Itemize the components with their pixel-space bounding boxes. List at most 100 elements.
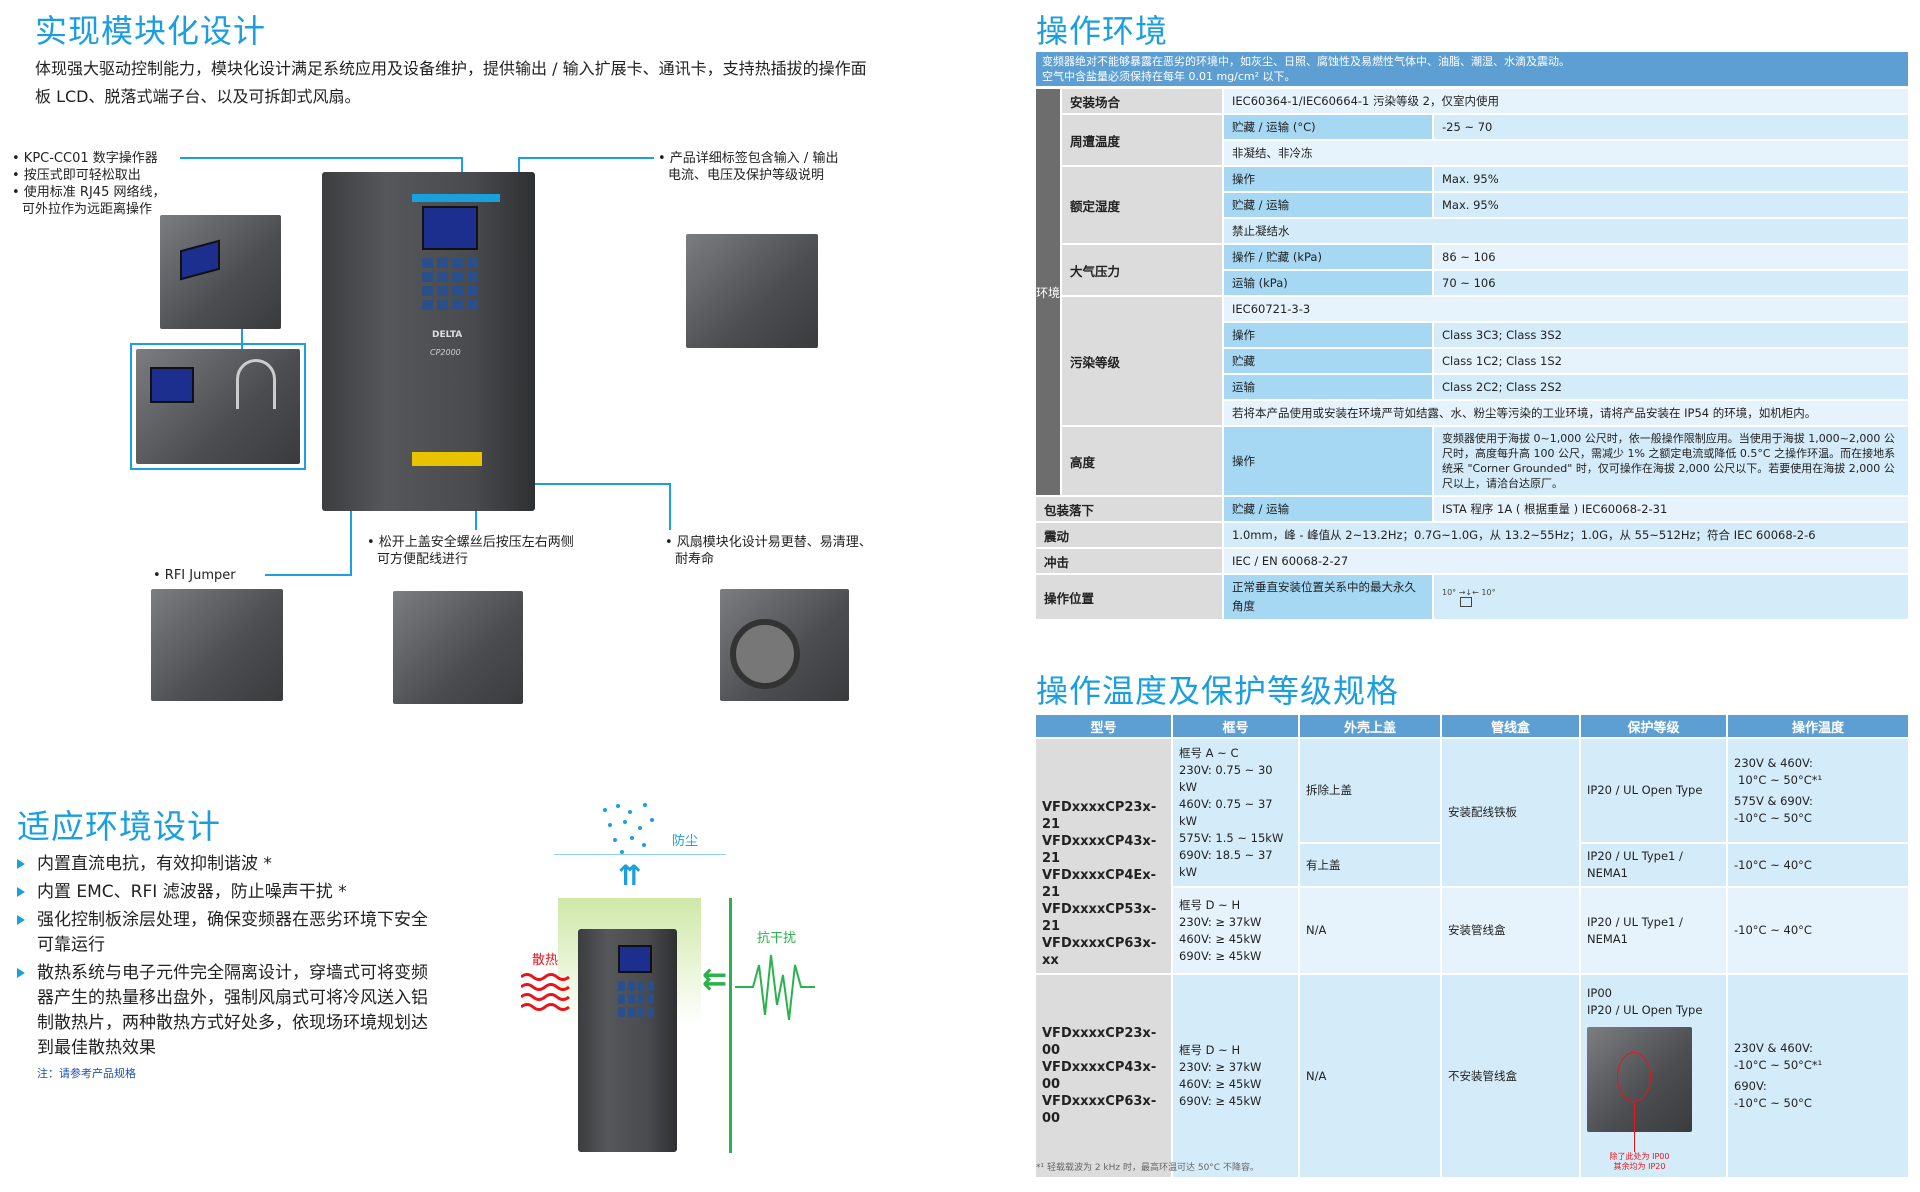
row-label: 冲击	[1036, 549, 1222, 573]
env-design-title: 适应环境设计	[17, 807, 221, 846]
callout-line: • 使用标准 RJ45 网络线，	[12, 185, 166, 200]
col-header: 操作温度	[1728, 715, 1908, 737]
col-header: 框号	[1173, 715, 1298, 737]
lcd-screen	[150, 367, 194, 403]
leader-line	[265, 574, 352, 576]
cell: 1.0mm，峰 - 峰值从 2~13.2Hz；0.7G~1.0G，从 13.2~…	[1224, 523, 1908, 547]
env-banner: 变频器绝对不能够暴露在恶劣的环境中，如灰尘、日照、腐蚀性及易燃性气体中、油脂、潮…	[1036, 52, 1908, 86]
cell: 贮藏 / 运输	[1224, 497, 1432, 521]
lcd-screen	[180, 239, 220, 281]
line: 460V: ≥ 45kW	[1179, 1077, 1262, 1091]
cell: IP20 / UL Type1 / NEMA1	[1581, 888, 1726, 973]
callout-line: 可方便配线进行	[377, 552, 469, 567]
line: 460V: ≥ 45kW	[1179, 931, 1262, 946]
table-header: 型号框号外壳上盖管线盒保护等级操作温度	[1036, 715, 1908, 737]
cell: 操作	[1224, 323, 1432, 347]
row-label: 操作位置	[1036, 575, 1222, 619]
cell: IEC60721-3-3	[1224, 297, 1908, 321]
line: 460V: 0.75 ~ 37 kW	[1179, 796, 1273, 828]
cell: 正常垂直安装位置关系中的最大永久角度	[1224, 575, 1432, 619]
table-row: 运输 (kPa)70 ~ 106	[1036, 271, 1908, 295]
cell: 变频器使用于海拔 0~1,000 公尺时，依一般操作限制应用。当使用于海拔 1,…	[1434, 427, 1908, 495]
heat-waves-icon	[521, 973, 570, 1011]
row-label: 震动	[1036, 523, 1222, 547]
drive-photo-small	[578, 929, 677, 1152]
spec-title: 操作温度及保护等级规格	[1036, 672, 1400, 710]
line: 230V: 0.75 ~ 30 kW	[1179, 762, 1273, 794]
row-label: 额定湿度	[1062, 167, 1222, 243]
leader-line	[515, 483, 670, 485]
table-row: 环境 安装场合 IEC60364-1/IEC60664-1 污染等级 2，仅室内…	[1036, 89, 1908, 495]
cell: N/A	[1300, 975, 1440, 1177]
dust-icon	[603, 803, 654, 854]
model: VFDxxxxCP23x-21	[1042, 800, 1157, 832]
cell: IEC / EN 60068-2-27	[1224, 549, 1908, 573]
leader-line	[180, 157, 462, 159]
cable	[236, 359, 276, 409]
callout-keypad: • KPC-CC01 数字操作器 • 按压式即可轻松取出 • 使用标准 RJ45…	[12, 150, 165, 218]
line: IP00	[1587, 986, 1612, 1000]
callout-line: • 松开上盖安全螺丝后按压左右两侧	[367, 535, 574, 550]
label-photo	[686, 234, 818, 348]
line: 10°C ~ 50°C*¹	[1738, 772, 1823, 787]
bullet-item: 强化控制板涂层处理，确保变频器在恶劣环境下安全可靠运行	[17, 908, 442, 958]
cell: 70 ~ 106	[1434, 271, 1908, 295]
temp-cell: 230V & 460V: -10°C ~ 50°C*¹ 690V: -10°C ~ 5…	[1728, 975, 1908, 1177]
table-row: 大气压力 操作 / 贮藏 (kPa) 86 ~ 106	[1036, 245, 1908, 295]
line: 690V:	[1734, 1079, 1767, 1093]
cell: 贮藏	[1224, 349, 1432, 373]
cell: 贮藏 / 运输 (°C)	[1224, 115, 1432, 139]
line: 230V & 460V:	[1734, 1041, 1813, 1055]
callout-rfi: • RFI Jumper	[153, 568, 236, 583]
cell: 86 ~ 106	[1434, 245, 1908, 269]
col-header: 管线盒	[1442, 715, 1579, 737]
env-group-label: 环境	[1036, 89, 1060, 495]
bullet-item: 内置 EMC、RFI 滤波器，防止噪声干扰 *	[17, 880, 442, 905]
model-logo: CP2000	[430, 348, 461, 357]
cell: IEC60364-1/IEC60664-1 污染等级 2，仅室内使用	[1224, 89, 1908, 113]
line: 框号 D ~ H	[1179, 897, 1241, 912]
row-label: 污染等级	[1062, 297, 1222, 425]
footnote: *¹ 轻载载波为 2 kHz 时，最高环温可达 50°C 不降容。	[1036, 1163, 1259, 1173]
line: -10°C ~ 50°C	[1734, 1096, 1812, 1110]
line: 除了此处为 IP00	[1609, 1152, 1670, 1161]
dust-label: 防尘	[672, 834, 699, 849]
col-header: 型号	[1036, 715, 1171, 737]
table-row: 非凝结、非冷冻	[1036, 141, 1908, 165]
operating-env-title: 操作环境	[1036, 12, 1169, 50]
line: 575V & 690V:	[1734, 793, 1813, 808]
angle-diagram: 10° →↓← 10°	[1434, 575, 1908, 619]
modular-title: 实现模块化设计	[35, 12, 267, 50]
bullet-item: 内置直流电抗，有效抑制谐波 *	[17, 852, 442, 877]
cell: 操作	[1224, 427, 1432, 495]
arrows-up-icon: ⇈	[618, 859, 642, 892]
cell: 运输	[1224, 375, 1432, 399]
line: 690V: 18.5 ~ 37 kW	[1179, 847, 1273, 879]
keypad	[422, 258, 478, 310]
line: -10°C ~ 50°C*¹	[1734, 1058, 1823, 1072]
table-row: 禁止凝结水	[1036, 219, 1908, 243]
keypad-cable-photo	[136, 349, 300, 464]
callout-line: • 风扇模块化设计易更替、易清理、	[665, 535, 872, 550]
callout-line: • 产品详细标签包含输入 / 输出	[658, 151, 839, 166]
divider	[554, 854, 726, 855]
keypad-photo	[160, 215, 281, 329]
noise-signal-icon	[735, 954, 815, 1021]
line: 230V & 460V:	[1734, 755, 1813, 770]
cell: IP20 / UL Type1 / NEMA1	[1581, 844, 1726, 886]
cell: Class 1C2; Class 1S2	[1434, 349, 1908, 373]
row-label: 高度	[1062, 427, 1222, 495]
keypad	[618, 981, 654, 1017]
leader-line	[241, 329, 243, 363]
cell: 拆除上盖	[1300, 739, 1440, 842]
